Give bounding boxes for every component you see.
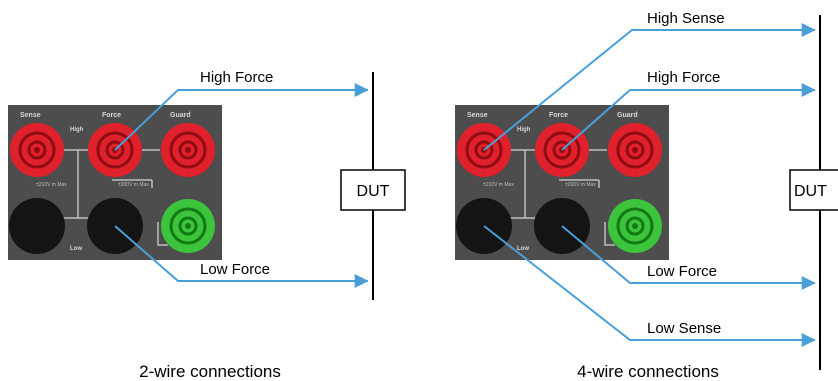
panel-label-max1: ±210V m Max [483, 182, 514, 188]
high-sense-label: High Sense [647, 10, 725, 27]
low-force-wire [561, 225, 816, 290]
dut-label: DUT [794, 183, 827, 200]
dut-box [789, 169, 838, 211]
two-wire-diagram: Sense Force Guard High Low ±210V m Max ±… [8, 69, 406, 381]
ground-jack[interactable] [161, 199, 215, 253]
four-wire-caption: 4-wire connections [577, 362, 719, 381]
panel-label-high: High [70, 127, 84, 133]
panel-traces [62, 149, 168, 246]
panel-label-force: Force [102, 112, 121, 119]
dut-label: DUT [357, 183, 390, 200]
terminal-panel: Sense Force Guard High Low ±210V m Max ±… [455, 105, 669, 260]
low-force-label: Low Force [647, 263, 717, 280]
two-wire-caption: 2-wire connections [139, 362, 281, 381]
low-sense-label: Low Sense [647, 320, 721, 337]
high-force-wire [114, 83, 369, 151]
low-sense-wire [483, 225, 816, 347]
low-force-wire [114, 225, 369, 288]
guard-jack[interactable] [161, 123, 215, 177]
panel-label-low: Low [70, 246, 82, 252]
guard-jack[interactable] [608, 123, 662, 177]
ground-jack[interactable] [608, 199, 662, 253]
panel-label-force: Force [549, 112, 568, 119]
terminal-panel: Sense Force Guard High Low ±210V m Max ±… [8, 105, 222, 260]
panel-label-max2: ±200V m Max [118, 182, 149, 188]
panel-label-sense: Sense [20, 112, 41, 119]
dut-box [340, 169, 406, 211]
low-force-label: Low Force [200, 261, 270, 278]
high-force-label: High Force [200, 69, 273, 86]
panel-label-sense: Sense [467, 112, 488, 119]
panel-label-low: Low [517, 246, 529, 252]
panel-label-guard: Guard [617, 112, 638, 119]
panel-label-max1: ±210V m Max [36, 182, 67, 188]
high-force-wire [561, 83, 816, 151]
high-force-label: High Force [647, 69, 720, 86]
four-wire-diagram: Sense Force Guard High Low ±210V m Max ±… [455, 10, 838, 381]
sense-high-jack[interactable] [10, 123, 64, 177]
panel-label-guard: Guard [170, 112, 191, 119]
sense-low-jack[interactable] [9, 198, 65, 254]
panel-traces [509, 149, 615, 246]
high-sense-wire [483, 23, 816, 151]
panel-label-high: High [517, 127, 531, 133]
panel-label-max2: ±200V m Max [565, 182, 596, 188]
